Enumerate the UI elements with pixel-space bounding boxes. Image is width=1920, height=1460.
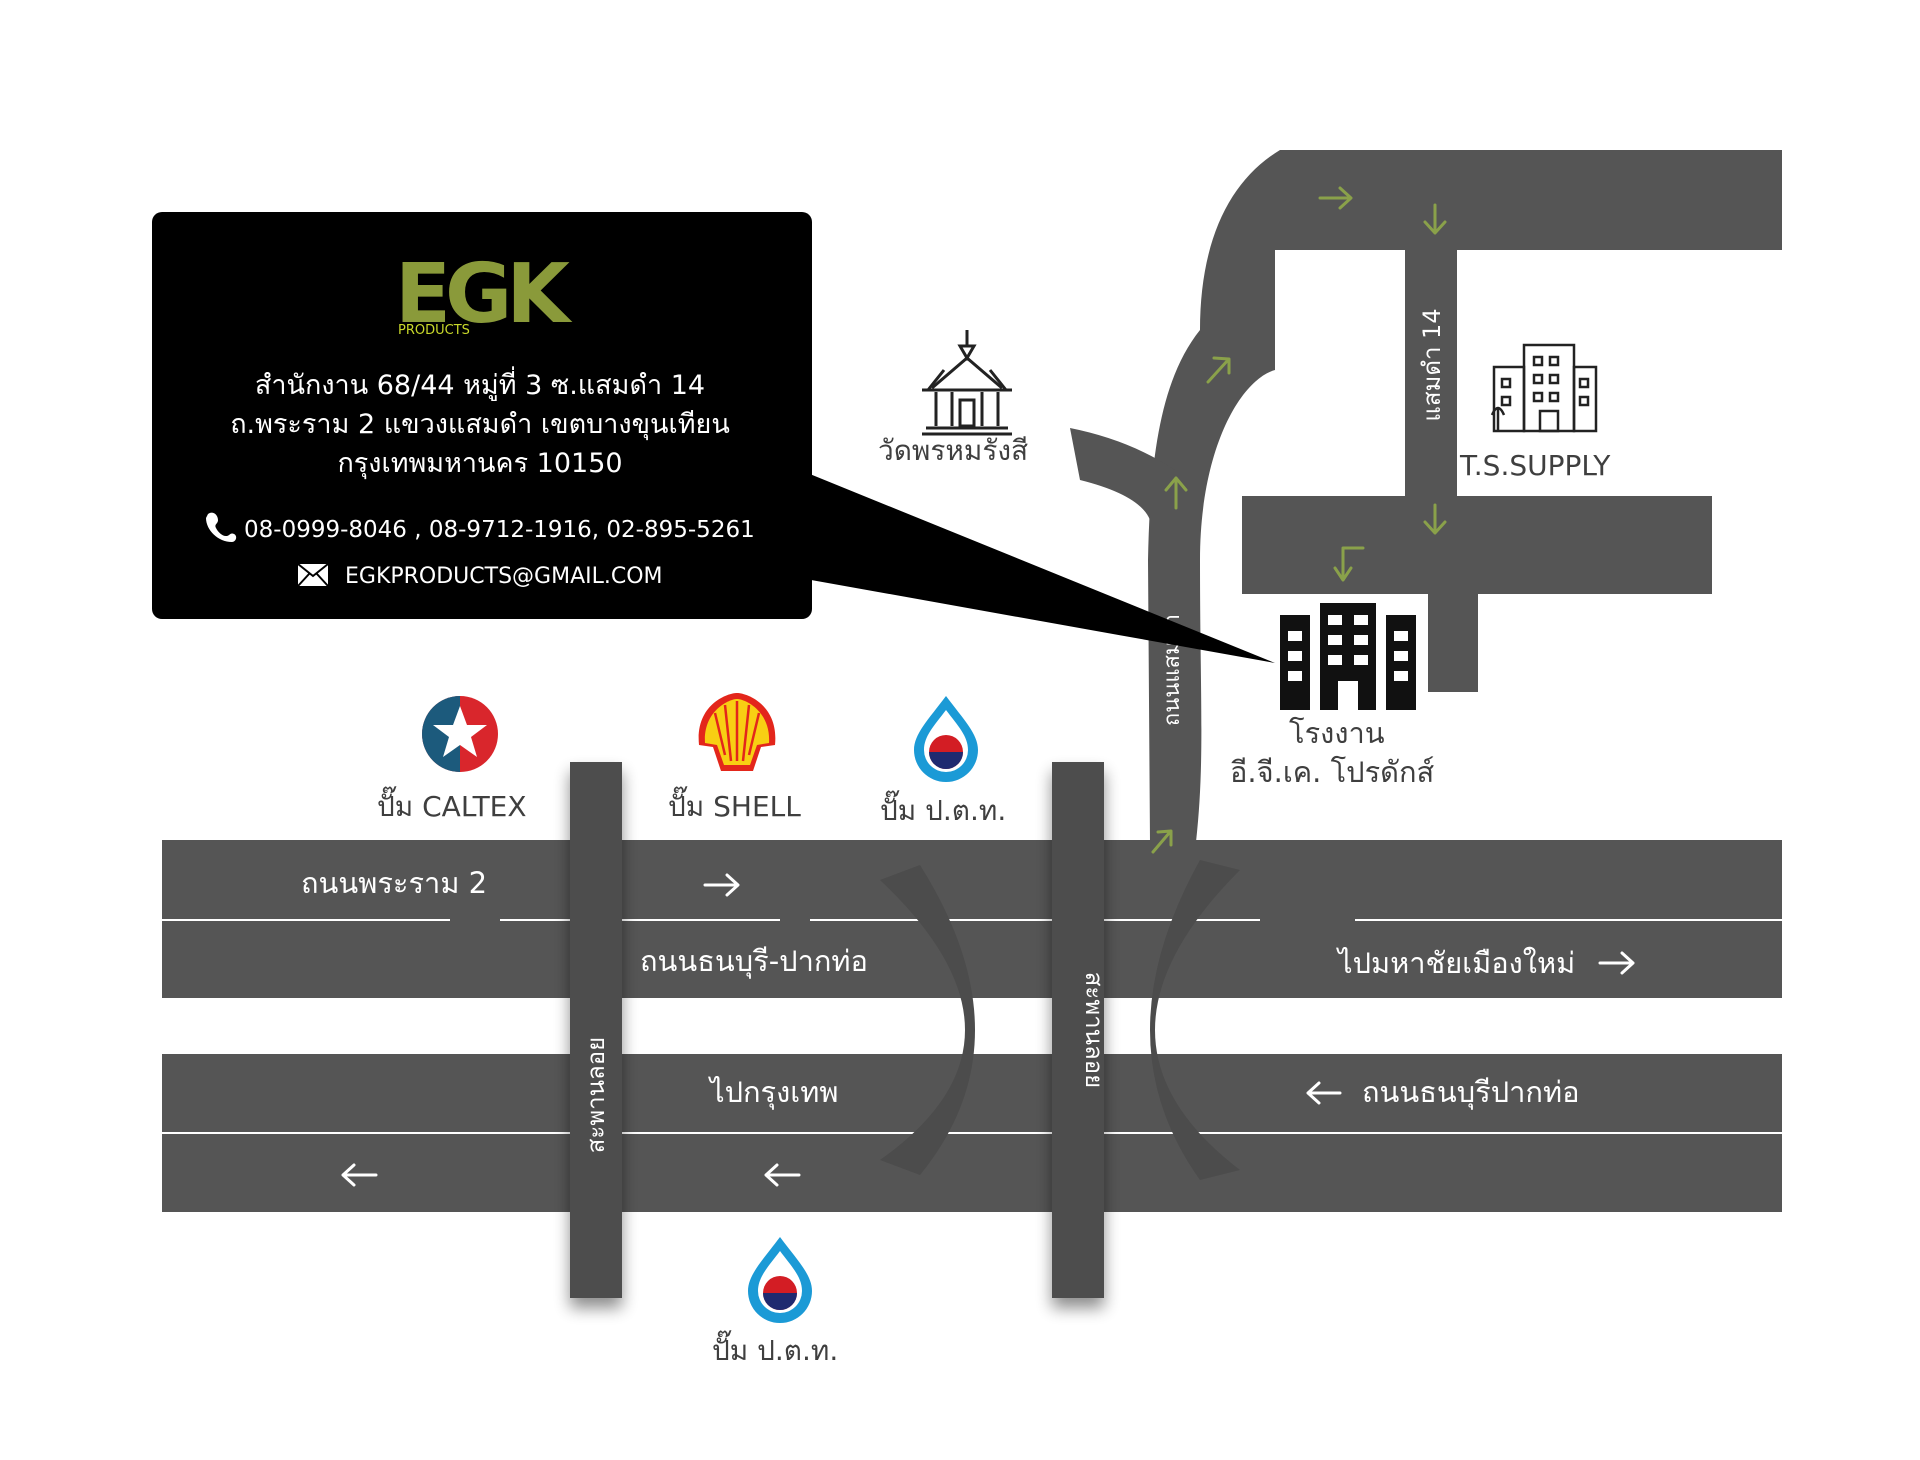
u-turn-west [880, 865, 975, 1175]
road-label-soi14: แสมดำ 14 [1418, 308, 1446, 421]
road-label-thonburi-paktho-2: ถนนธนบุรีปากท่อ [1362, 1075, 1580, 1110]
temple-label: วัดพรหมรังสี [878, 434, 1028, 467]
factory-label-line2: อี.จี.เค. โปรดักส์ [1230, 755, 1435, 789]
caltex-label: ปั๊ม CALTEX [377, 786, 527, 823]
shell-label: ปั๊ม SHELL [668, 786, 801, 823]
road-soi14 [1405, 250, 1457, 500]
road-label-bridge-1: สะพานลอย [582, 1037, 610, 1153]
office-building-icon [1490, 343, 1598, 433]
arrow-up-right-icon [1151, 829, 1173, 854]
ptt-logo-icon [914, 696, 978, 782]
road-label-to-bangkok: ไปกรุงเทพ [708, 1075, 838, 1110]
factory-building-icon [1280, 603, 1416, 710]
road-label-thonburi-paktho-1: ถนนธนบุรี-ปากท่อ [640, 944, 868, 979]
arrow-right-icon [1598, 951, 1635, 975]
arrow-up-right-icon [1206, 356, 1231, 384]
logo-text: EGK [395, 247, 573, 342]
arrow-left-icon [341, 1163, 378, 1187]
road-temple-branch [1070, 428, 1175, 520]
arrow-left-icon [764, 1163, 801, 1187]
callout-pointer [800, 470, 1275, 663]
road-network [162, 150, 1782, 1298]
shell-logo-icon [698, 693, 776, 771]
road-samaedam [1148, 150, 1782, 842]
arrow-down-icon [1423, 503, 1447, 535]
address-line-1: สำนักงาน 68/44 หมู่ที่ 3 ซ.แสมดำ 14 [255, 366, 705, 401]
arrow-up-icon [1164, 476, 1188, 510]
ts-supply-label: T.S.SUPPLY [1459, 449, 1611, 482]
arrow-down-left-icon [1333, 546, 1365, 582]
address-line-2: ถ.พระราม 2 แขวงแสมดำ เขตบางขุนเทียน [230, 409, 730, 441]
factory-label-line1: โรงงาน [1289, 716, 1385, 750]
logo-subtext: PRODUCTS [398, 323, 470, 338]
temple-icon [922, 330, 1012, 436]
direction-arrows [341, 186, 1635, 1187]
arrow-left-icon [1306, 1081, 1342, 1105]
ptt-bottom-label: ปั๊ม ป.ต.ท. [712, 1330, 838, 1367]
road-soi14-east [1242, 496, 1712, 594]
email-address: EGKPRODUCTS@GMAIL.COM [345, 564, 663, 589]
arrow-right-icon [1318, 186, 1353, 210]
address-line-3: กรุงเทพมหานคร 10150 [337, 448, 622, 480]
arrow-down-icon [1423, 203, 1447, 235]
arrow-right-icon [703, 873, 740, 897]
egk-logo: EGK PRODUCTS [395, 247, 579, 342]
footbridge-west [570, 762, 622, 1298]
ptt-logo-icon [748, 1237, 812, 1323]
caltex-logo-icon [422, 696, 498, 772]
ptt-top-label: ปั๊ม ป.ต.ท. [880, 790, 1006, 827]
road-label-rama2: ถนนพระราม 2 [301, 866, 487, 900]
road-soi14-south [1428, 594, 1478, 692]
u-turn-east [1150, 860, 1240, 1180]
phone-icon [206, 512, 237, 542]
email-icon [297, 563, 329, 587]
callout-box [152, 212, 812, 619]
phone-numbers: 08-0999-8046 , 08-9712-1916, 02-895-5261 [244, 517, 755, 543]
road-label-bridge-2: สะพานลอย [1080, 972, 1108, 1088]
road-label-to-mahachai: ไปมหาชัยเมืองใหม่ [1336, 946, 1575, 980]
company-callout: EGK PRODUCTS สำนักงาน 68/44 หมู่ที่ 3 ซ.… [152, 212, 1275, 663]
footbridge-east [1052, 762, 1104, 1298]
